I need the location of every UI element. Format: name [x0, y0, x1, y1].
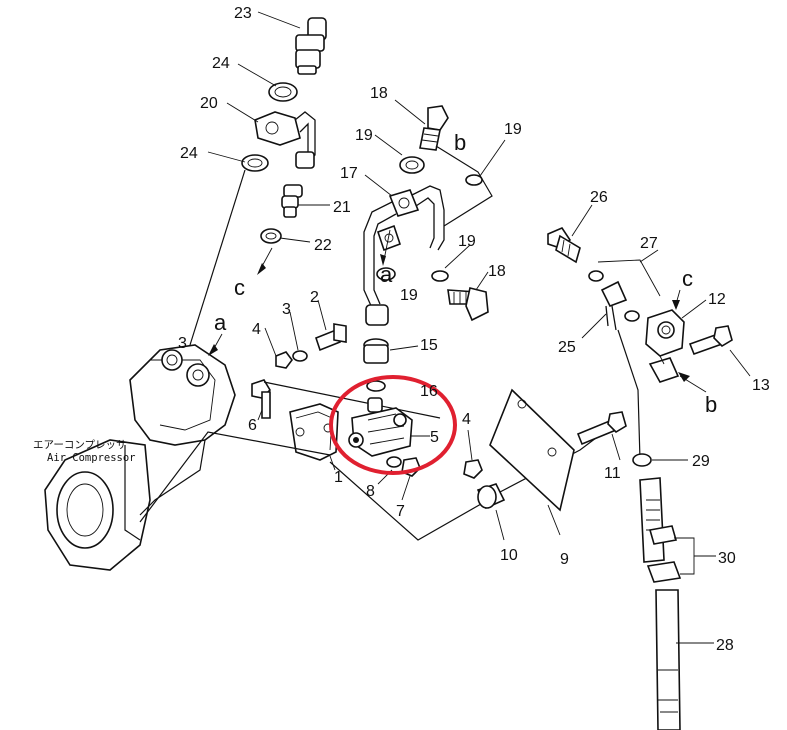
callout-30: 30	[718, 550, 736, 567]
callout-9: 9	[560, 551, 569, 568]
callout-21: 21	[333, 199, 351, 216]
part-9-plate	[489, 388, 575, 512]
callout-4-right: 4	[462, 411, 471, 428]
callout-18-top: 18	[370, 85, 388, 102]
callout-10: 10	[500, 547, 518, 564]
callout-24: 24	[180, 145, 198, 162]
part-19-washer-lower	[376, 267, 396, 281]
caption-jp: エアーコンプレッサ	[33, 439, 127, 451]
callout-15: 15	[420, 337, 438, 354]
letter-a-compressor: a	[214, 310, 227, 335]
callout-17: 17	[340, 165, 358, 182]
part-13-bolt	[688, 325, 733, 356]
callout-29: 29	[692, 453, 710, 470]
part-15-fitting	[363, 338, 389, 364]
letter-b-top: b	[454, 130, 466, 155]
callout-22: 22	[314, 237, 332, 254]
callout-19-a: 19	[355, 127, 373, 144]
part-24-washer-top	[268, 82, 298, 102]
part-3-washer	[292, 350, 308, 362]
part-4-nut-right	[463, 459, 483, 479]
part-27-washer-a	[588, 270, 604, 282]
caption-en: Air Compressor	[47, 452, 136, 464]
part-17-pipe	[363, 185, 445, 326]
callout-7: 7	[396, 503, 405, 520]
callout-25: 25	[558, 339, 576, 356]
callout-27: 27	[640, 235, 658, 252]
callout-1: 1	[334, 469, 343, 486]
callout-28: 28	[716, 637, 734, 654]
part-29-nut	[632, 453, 652, 467]
part-19-washer-mid	[431, 270, 449, 282]
callout-11: 11	[604, 465, 621, 482]
part-18-bolt-top	[419, 105, 449, 151]
letter-b-right: b	[705, 392, 717, 417]
callout-8: 8	[366, 483, 375, 500]
callout-12: 12	[708, 291, 726, 308]
callout-26: 26	[590, 189, 608, 206]
part-25-fitting	[600, 280, 628, 331]
callout-19-b: 19	[504, 121, 522, 138]
part-10-collar	[476, 483, 506, 510]
part-11-bolt	[576, 411, 627, 446]
part-12-block	[645, 309, 685, 383]
callout-13: 13	[752, 377, 770, 394]
part-6-bolt	[251, 379, 272, 419]
part-2-bolt	[315, 323, 347, 352]
part-23-fitting	[295, 17, 327, 75]
callout-19-d: 19	[400, 287, 418, 304]
callout-3-compressor: 3	[178, 335, 187, 352]
part-20-banjo-pipe	[254, 111, 316, 169]
part-19-washer-small	[465, 174, 483, 186]
callout-24-top: 24	[212, 55, 230, 72]
part-28-rod	[639, 477, 681, 730]
callout-18-lower: 18	[488, 263, 506, 280]
letter-c-left: c	[234, 275, 245, 300]
part-30-clip	[646, 525, 682, 583]
callout-3-left: 3	[282, 301, 291, 318]
part-4-nut	[275, 351, 293, 369]
air-compressor	[44, 344, 236, 571]
highlight-circle	[329, 375, 457, 475]
callout-23: 23	[234, 5, 252, 22]
part-27-washer-b	[624, 310, 640, 322]
part-16-washer	[366, 380, 386, 392]
callout-5: 5	[430, 429, 439, 446]
part-24-washer	[241, 154, 269, 172]
callout-20: 20	[200, 95, 218, 112]
part-26-bolt	[547, 227, 581, 264]
callout-16: 16	[420, 383, 438, 400]
callout-2: 2	[310, 289, 319, 306]
letter-c-right: c	[682, 266, 693, 291]
part-22-washer	[260, 228, 282, 244]
part-8-washer	[386, 456, 402, 468]
callout-4-left: 4	[252, 321, 261, 338]
callout-6: 6	[248, 417, 257, 434]
part-5-valve	[348, 397, 413, 457]
part-21-connector	[281, 184, 303, 218]
part-18-bolt-lower	[447, 287, 489, 322]
callout-19-c: 19	[458, 233, 476, 250]
part-1-bracket	[289, 403, 339, 461]
part-19-washer	[399, 156, 425, 174]
letter-a-pipe: a	[380, 262, 393, 287]
